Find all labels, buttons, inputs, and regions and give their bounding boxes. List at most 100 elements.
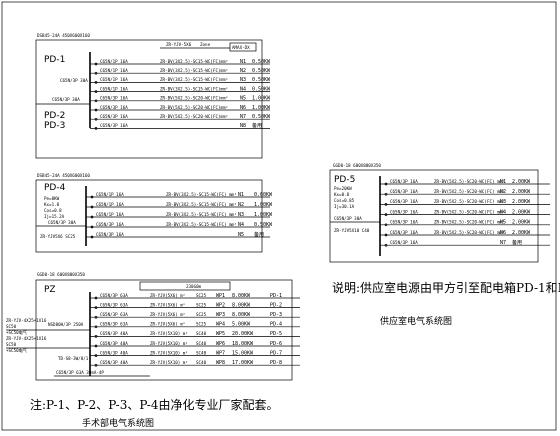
pz-in-cable-1b: SC50 [6, 324, 17, 329]
circuit-id: WP6 [216, 341, 225, 347]
circuit-load: 2.00KW [512, 220, 531, 226]
pd4-param-cos: Cos=0.8 [44, 208, 62, 213]
breaker-contact-icon [94, 90, 98, 93]
breaker-contact-icon [94, 117, 98, 121]
circuit-breaker-label: C65N/3P 63A [100, 302, 128, 307]
circuit-breaker-label: C65N/3P 16A [390, 209, 418, 214]
circuit-load: 0.50KW [252, 114, 271, 120]
circuit-id: N3 [238, 212, 244, 218]
breaker-contact-icon [384, 203, 388, 206]
circuit-cable-label: ZR-BV(5X2.5)-SC20-WC(FC) mm² [434, 230, 505, 235]
circuit-load: 0.50KW [252, 86, 271, 92]
circuit-cable-label: ZR-BV(5X2.5)-SC20-WC(FC) mm² [434, 220, 505, 225]
circuit-cable-label: ZR-YJV(5X6) m² [150, 322, 185, 327]
circuit-id: N5 [500, 220, 506, 226]
circuit-id: N1 [500, 179, 506, 185]
pd4-in-breaker: C65N/3P 30A [48, 220, 76, 225]
pz-mid-note: TD-S8-3W/8/1 [58, 356, 89, 361]
pd1-top-label: DSB45-24A 450X600X160 [37, 33, 90, 38]
panel-pd4: DSB45-24A 450X600X160 PD-4 Pe=8KW Kx=1.0… [35, 173, 273, 253]
breaker-contact-icon [94, 354, 98, 357]
circuit-id: N4 [238, 222, 244, 228]
circuit-load: 2.00KW [512, 189, 531, 195]
breaker-contact-icon [94, 108, 98, 112]
circuit-load: 2.00KW [512, 230, 531, 236]
circuit-cable-label: ZR-YJV(5X6) m² [150, 293, 185, 298]
pz-in-cable-1: ZR-YJV-4X25+1X16 [6, 318, 47, 323]
pd5-param-kx: Kx=0.8 [334, 192, 350, 197]
pz-left-note-2: +SC50电气 [6, 347, 28, 353]
circuit-id: N2 [240, 68, 246, 74]
circuit-breaker-label: C65N/1P 16A [100, 86, 128, 91]
pd4-param-pe: Pe=8KW [44, 196, 60, 201]
circuit-id: WP1 [216, 293, 225, 299]
circuit-conduit-label: SC40 [196, 331, 207, 336]
circuit-breaker-label: C65N/3P 40A [100, 350, 128, 355]
circuit-load: 18.00KW [232, 341, 254, 347]
breaker-contact-icon [384, 213, 388, 216]
circuit-id: N3 [500, 199, 506, 205]
circuit-breaker-label: C65N/1P 16A [100, 68, 128, 73]
circuit-target: PD-2 [270, 302, 282, 308]
circuit-breaker-label: C65N/3P 40A [100, 341, 128, 346]
circuit-load: 8.00KW [232, 312, 251, 318]
pz-in-cable-2: ZR-YJV-4X25+1X16 [6, 336, 47, 341]
pz-in-cable-2b: SC50 [6, 342, 17, 347]
circuit-load: 15.00KW [232, 350, 254, 356]
breaker-contact-icon [384, 243, 388, 247]
circuit-breaker-label: C65N/3P 40A [100, 360, 128, 365]
pz-left-note-1: +SC50电气 [6, 329, 28, 335]
circuit-conduit-label: SC25 [196, 322, 207, 327]
pd1-aux-box [229, 42, 257, 52]
circuit-target: PD-3 [270, 312, 282, 318]
breaker-contact-icon [94, 62, 98, 66]
circuit-conduit-label: SC25 [196, 312, 207, 317]
circuit-load: 备用 [512, 239, 522, 246]
circuit-cable-label: ZR-BV(5X2.5)-SC20-WC(FC) mm² [434, 199, 505, 204]
circuit-id: N7 [240, 114, 246, 120]
circuit-breaker-label: C65N/3P 16A [390, 240, 418, 245]
circuit-load: 备用 [252, 122, 262, 129]
circuit-id: N3 [240, 77, 246, 83]
breaker-contact-icon [94, 363, 98, 367]
circuit-id: N7 [500, 240, 506, 246]
circuit-load: 0.50KW [254, 222, 273, 228]
circuit-breaker-label: C65N/3P 63A [100, 293, 128, 298]
breaker-contact-icon [94, 325, 98, 329]
pd5-enclosure [329, 169, 539, 263]
pd1-top-cable: ZR-YJV-5X6 [166, 42, 192, 47]
pd4-param-kx: Kx=1.0 [44, 202, 60, 207]
pd1-top-note: Zone [200, 42, 211, 47]
circuit-load: 0.60KW [254, 192, 273, 198]
circuit-cable-label: ZR-BV(5X2.5)-SC20-WC(FC)mm² [160, 96, 228, 101]
circuit-load: 0.50KW [252, 59, 271, 65]
circuit-breaker-label: C65N/3P 16A [390, 230, 418, 235]
pz-name: PZ [44, 285, 56, 295]
circuit-cable-label: ZR-YJV(5X6) m² [150, 302, 185, 307]
breaker-contact-icon [94, 335, 98, 338]
circuit-id: N2 [500, 189, 506, 195]
panel-pd1: DSB45-24A 450X600X160 PD-1 PD-2 PD-3 C65… [35, 33, 271, 159]
breaker-contact-icon [94, 344, 98, 348]
circuit-id: WP7 [216, 350, 225, 356]
breaker-contact-icon [94, 99, 98, 103]
circuit-load: 1.00KW [254, 212, 273, 218]
left-note: 注:P-1、P-2、P-3、P-4由净化专业厂家配套。 [30, 397, 278, 412]
circuit-breaker-label: C65N/1P 16A [100, 77, 128, 82]
circuit-load: 5.00KW [232, 322, 251, 328]
circuit-load: 20.00KW [232, 331, 254, 337]
right-note: 说明:供应室电源由甲方引至配电箱PD-1和P-1 [332, 280, 560, 295]
breaker-contact-icon [90, 205, 94, 209]
circuit-id: N4 [500, 209, 506, 215]
